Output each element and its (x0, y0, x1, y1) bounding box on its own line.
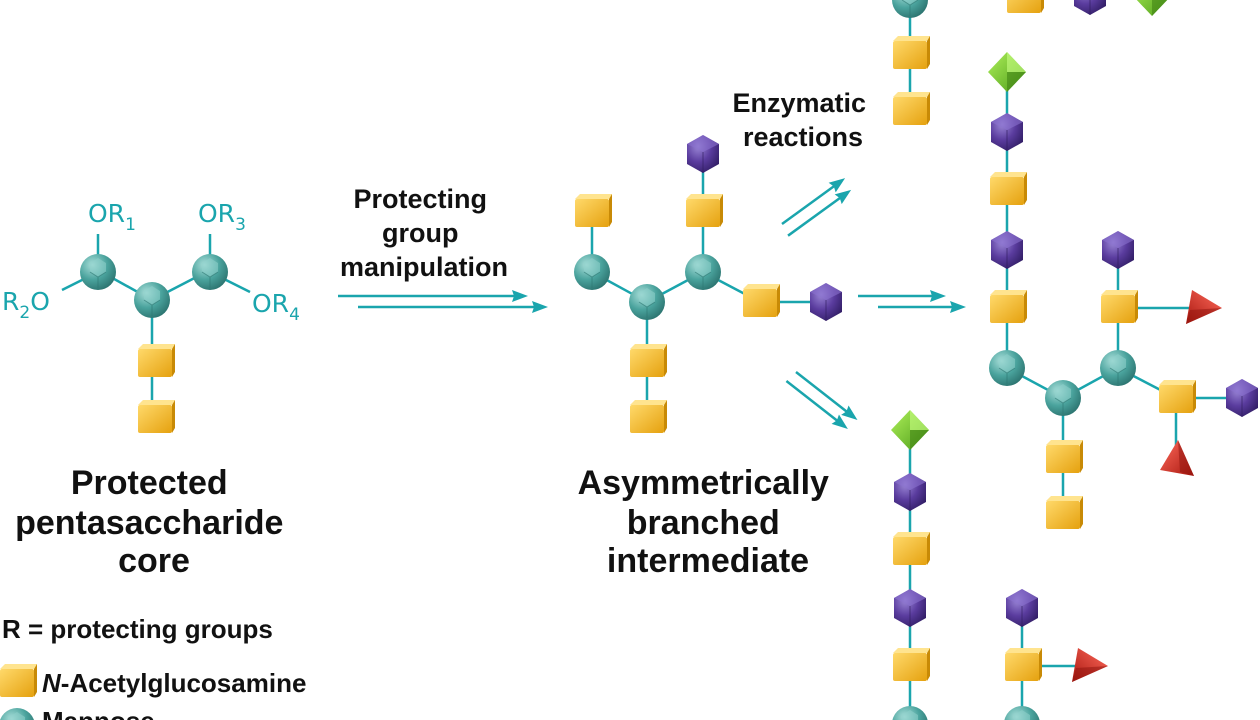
product-top-purple-edge-icon (1073, 0, 1107, 16)
product-middle-mannose-right-icon (1099, 349, 1137, 387)
product-middle-fucose-2-icon (1160, 440, 1194, 476)
product-middle-purple-3-icon (1101, 230, 1135, 270)
product-middle-purple-1-icon (990, 112, 1024, 152)
product-middle-mannose-left-icon (988, 349, 1026, 387)
r2o-label: R2O (2, 287, 50, 323)
r-definition: R = protecting groups (2, 614, 273, 644)
core-glcnac-2-icon (138, 400, 175, 433)
intermediate-glcnac-branch-icon (743, 284, 780, 317)
intermediate-mannose-center-icon (628, 283, 666, 321)
or3-label: OR3 (198, 199, 246, 235)
intermediate-glcnac-top-icon (686, 194, 723, 227)
product-middle-fucose-1-icon (1186, 290, 1222, 324)
legend-glcnac-icon (0, 664, 37, 697)
protecting-arrow (336, 288, 550, 315)
product-middle-glcnac-4-icon (1159, 380, 1196, 413)
product-bottom-purple-1-icon (893, 472, 927, 512)
intermediate-glcnac-2-icon (630, 400, 667, 433)
product-middle-diamond-icon (988, 52, 1026, 92)
product-bottom-purple-2-icon (893, 588, 927, 628)
intermediate-mannose-right-icon (684, 253, 722, 291)
protecting-step-label: Protecting group manipulation (340, 184, 508, 282)
product-middle-glcnac-2-icon (990, 290, 1027, 323)
intermediate-glcnac-1-icon (630, 344, 667, 377)
enzymatic-arrow-up (775, 172, 858, 242)
intermediate-title: Asymmetrically branched intermediate (578, 464, 839, 580)
product-bottom-glcnac-2-icon (893, 648, 930, 681)
core-mannose-left-icon (79, 253, 117, 291)
intermediate-purple-top-icon (686, 134, 720, 174)
intermediate-mannose-left-icon (573, 253, 611, 291)
product-bottom-purple-3-icon (1005, 588, 1039, 628)
enzymatic-arrow-down (781, 364, 863, 437)
legend-glcnac-label: N-Acetylglucosamine (42, 668, 306, 698)
product-bottom-glcnac-1-icon (893, 532, 930, 565)
core-title: Protected pentasaccharide core (15, 464, 293, 580)
intermediate-glcnac-left-icon (575, 194, 612, 227)
enzymatic-step-label: Enzymatic reactions (732, 88, 873, 152)
product-middle-purple-4-icon (1225, 378, 1259, 418)
core-glcnac-1-icon (138, 344, 175, 377)
product-middle-glcnac-5-icon (1046, 440, 1083, 473)
product-bottom-mannose-1-icon (891, 705, 929, 720)
product-bottom-links (908, 430, 1086, 720)
enzymatic-arrow-right (856, 288, 968, 315)
product-top-glcnac-2-icon (893, 92, 930, 125)
core-mannose-right-icon (191, 253, 229, 291)
core-mannose-center-icon (133, 281, 171, 319)
legend-mannose-label: Mannose (42, 706, 155, 720)
product-top-glcnac-edge-icon (1007, 0, 1044, 13)
legend-mannose-icon (0, 707, 36, 720)
product-middle-glcnac-6-icon (1046, 496, 1083, 529)
or4-label: OR4 (252, 289, 300, 325)
product-middle-glcnac-3-icon (1101, 290, 1138, 323)
product-middle-purple-2-icon (990, 230, 1024, 270)
product-top-mannose-icon (891, 0, 929, 19)
product-middle-mannose-center-icon (1044, 379, 1082, 417)
product-top-diamond-edge-icon (1133, 0, 1171, 16)
product-bottom-mannose-2-icon (1003, 705, 1041, 720)
product-bottom-glcnac-3-icon (1005, 648, 1042, 681)
or1-label: OR1 (88, 199, 136, 235)
product-bottom-diamond-icon (891, 410, 929, 450)
product-middle-glcnac-1-icon (990, 172, 1027, 205)
product-top-glcnac-1-icon (893, 36, 930, 69)
product-bottom-fucose-icon (1072, 648, 1108, 682)
intermediate-purple-branch-icon (809, 282, 843, 322)
